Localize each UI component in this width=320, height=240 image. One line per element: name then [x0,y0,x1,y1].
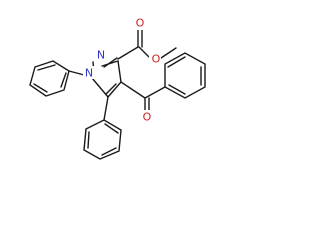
atom-o-ester: O [152,53,161,66]
n-phenyl-ring [29,60,89,97]
atom-o-ester-carbonyl: O [136,17,145,30]
c-phenyl-ring [83,96,122,160]
atom-labels: N N O O O [83,17,161,124]
structure-diagram: N N O O O [29,17,206,160]
molecule-canvas: N N O O O [29,17,206,160]
atom-n1: N [85,67,93,80]
pyrazole-ring [91,57,122,98]
benzoyl-group [120,52,206,111]
atom-n2: N [97,49,105,62]
atom-o-ketone: O [143,111,152,124]
ester-group [117,27,177,60]
